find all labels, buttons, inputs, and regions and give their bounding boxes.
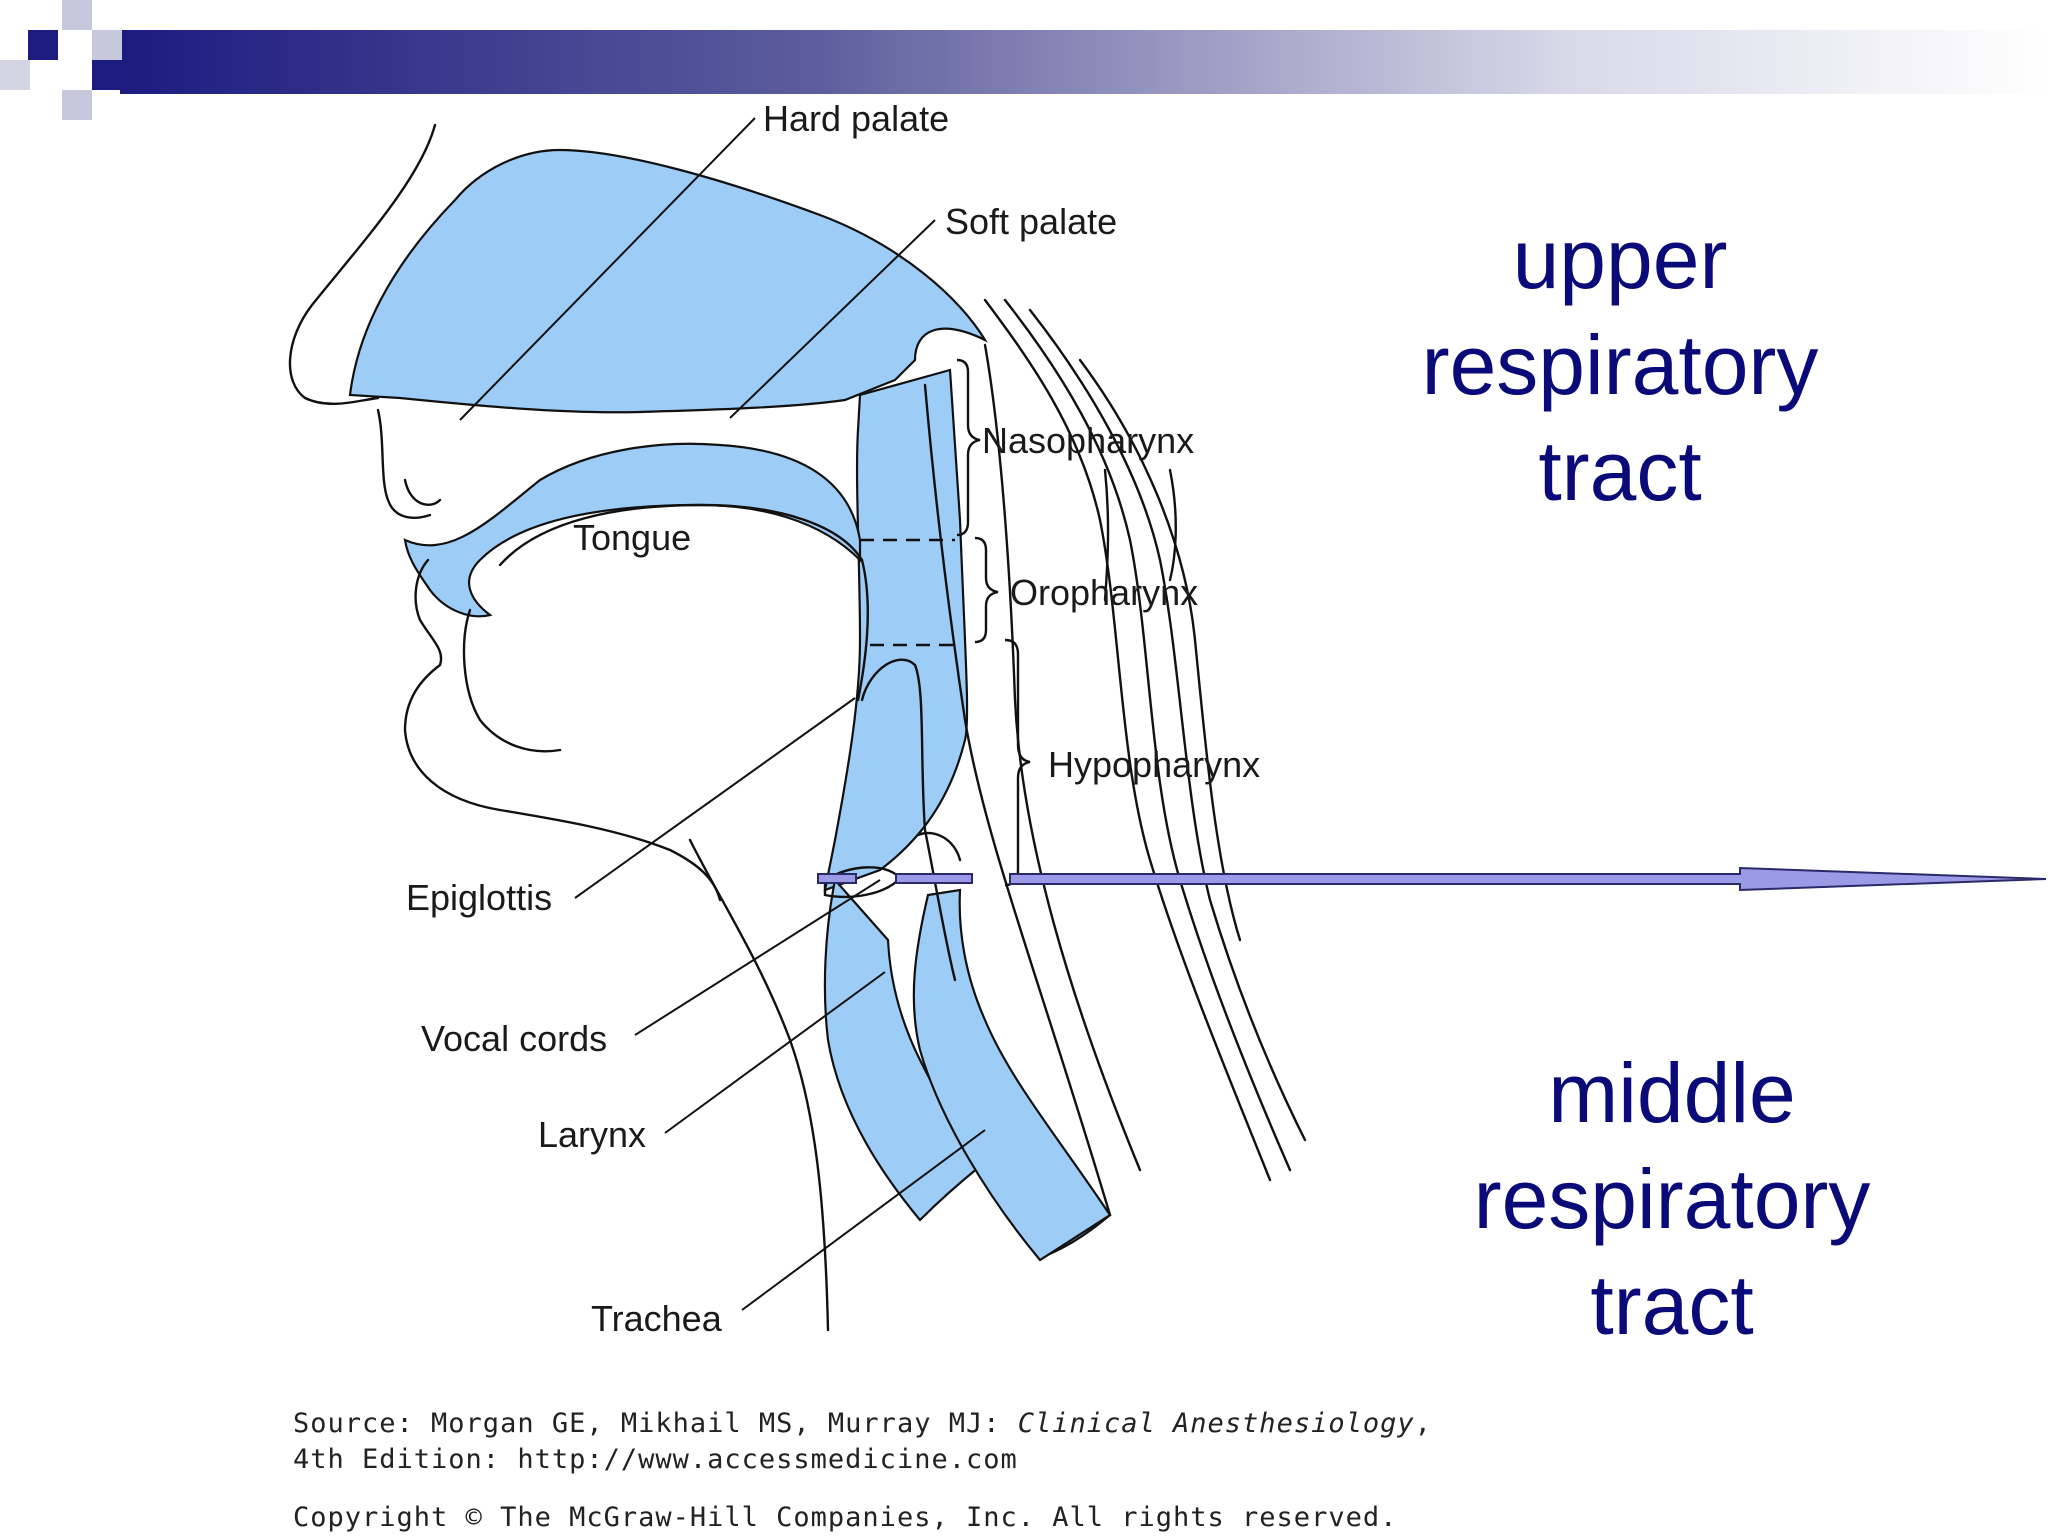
header-decoration bbox=[0, 0, 2048, 120]
region-boundary-arrow bbox=[817, 866, 2047, 892]
label-larynx: Larynx bbox=[538, 1114, 646, 1155]
arrow-stub-2 bbox=[895, 873, 973, 884]
label-soft-palate: Soft palate bbox=[945, 201, 1117, 242]
spine-line-3 bbox=[1028, 308, 1307, 1142]
middle-respiratory-tract-label: middle respiratory tract bbox=[1392, 1040, 1952, 1358]
arrow-stub-1 bbox=[817, 873, 857, 884]
source-citation-line2: 4th Edition: http://www.accessmedicine.c… bbox=[293, 1444, 1018, 1475]
neck-front-outline bbox=[688, 838, 830, 1332]
nasal-cavity bbox=[348, 148, 988, 414]
trachea-leader bbox=[741, 1129, 986, 1311]
upper-respiratory-tract-label: upper respiratory tract bbox=[1340, 206, 1900, 524]
oropharynx-brace bbox=[974, 536, 999, 644]
hypopharynx-brace bbox=[1004, 638, 1031, 887]
middle-label-line: tract bbox=[1590, 1258, 1754, 1352]
label-nasopharynx: Nasopharynx bbox=[982, 420, 1194, 461]
header-gradient-bar bbox=[120, 30, 2048, 94]
source-book-title: Clinical Anesthesiology bbox=[1017, 1408, 1415, 1439]
header-square-navy bbox=[28, 30, 58, 60]
middle-label-line: respiratory bbox=[1473, 1152, 1871, 1246]
jaw-outline bbox=[462, 608, 562, 753]
label-vocal-cords: Vocal cords bbox=[421, 1018, 607, 1059]
header-square-navy bbox=[92, 60, 122, 90]
anatomy-outlines bbox=[288, 123, 1307, 1332]
upper-label-line: tract bbox=[1538, 424, 1702, 518]
upper-lip-outline bbox=[376, 408, 442, 519]
pharynx-airway bbox=[823, 368, 969, 892]
label-oropharynx: Oropharynx bbox=[1010, 572, 1198, 613]
arrow-shaft bbox=[1009, 866, 2047, 892]
pharynx-back-wall-2 bbox=[983, 343, 1142, 1172]
vocal-cords-ring bbox=[916, 831, 962, 862]
oral-airway bbox=[403, 442, 862, 618]
header-square-light bbox=[0, 60, 30, 90]
vocal-cords-leader bbox=[634, 879, 881, 1036]
source-citation-line1: Source: Morgan GE, Mikhail MS, Murray MJ… bbox=[293, 1408, 1432, 1439]
nasopharynx-brace bbox=[956, 358, 981, 537]
airway-region bbox=[348, 148, 1112, 1262]
spine-line-2 bbox=[1003, 298, 1292, 1172]
label-hypopharynx: Hypopharynx bbox=[1048, 744, 1260, 785]
middle-label-line: middle bbox=[1548, 1046, 1796, 1140]
soft-palate-leader bbox=[729, 219, 936, 419]
tongue-outline bbox=[498, 503, 869, 702]
upper-label-line: upper bbox=[1512, 212, 1728, 306]
source-suffix: , bbox=[1414, 1408, 1432, 1439]
spine-line-4 bbox=[1078, 358, 1242, 942]
pharynx-level-markers bbox=[860, 538, 955, 647]
leader-lines bbox=[459, 117, 986, 1311]
label-epiglottis: Epiglottis bbox=[406, 877, 552, 918]
nose-outline bbox=[288, 123, 437, 405]
spine-line-6 bbox=[1103, 468, 1110, 602]
copyright-notice: Copyright © The McGraw-Hill Companies, I… bbox=[293, 1502, 1398, 1533]
source-authors: Source: Morgan GE, Mikhail MS, Murray MJ… bbox=[293, 1408, 1018, 1439]
spine-line-1 bbox=[983, 298, 1272, 1182]
upper-label-line: respiratory bbox=[1421, 318, 1819, 412]
pharynx-back-wall-1 bbox=[923, 383, 1112, 1217]
epiglottis-leader bbox=[574, 697, 856, 899]
lower-lip-chin-outline bbox=[403, 558, 722, 902]
label-trachea: Trachea bbox=[591, 1298, 723, 1339]
header-square-light bbox=[62, 0, 92, 30]
label-hard-palate: Hard palate bbox=[763, 98, 949, 139]
larynx-leader bbox=[664, 971, 886, 1134]
spine-line-5 bbox=[1168, 468, 1177, 582]
trachea-airway bbox=[912, 888, 1112, 1262]
hard-palate-leader bbox=[459, 117, 756, 421]
diagram-labels: Hard palate Soft palate Nasopharynx Tong… bbox=[406, 98, 1260, 1339]
label-tongue: Tongue bbox=[573, 517, 691, 558]
header-square-light bbox=[92, 30, 122, 60]
epiglottis-outline bbox=[860, 658, 957, 982]
header-square-light bbox=[62, 90, 92, 120]
